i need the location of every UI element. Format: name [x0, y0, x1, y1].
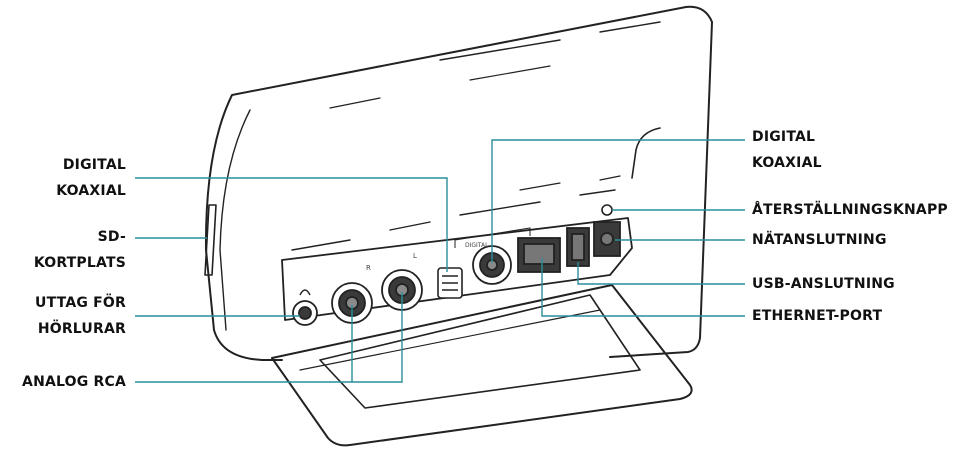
- label-digital-coax-left: DIGITAL KOAXIAL: [56, 157, 126, 199]
- power-jack: [593, 221, 621, 257]
- leader-analog-rca: [135, 292, 403, 383]
- label-headphone: UTTAG FÖR HÖRLURAR: [35, 295, 126, 337]
- reset-button: [601, 204, 613, 216]
- optical-digital-port: [437, 267, 463, 299]
- leader-usb: [577, 262, 745, 285]
- port-panel: [281, 217, 633, 321]
- device-back-shell: [204, 5, 713, 361]
- leader-lines: [135, 139, 745, 383]
- label-digital-coax-right: DIGITAL KOAXIAL: [752, 129, 822, 171]
- rca-jack-l: [381, 269, 423, 311]
- ethernet-port: [517, 237, 561, 273]
- rca-l-mark: L: [413, 252, 417, 260]
- stand-base: [271, 284, 693, 447]
- rca-r-mark: R: [366, 264, 371, 272]
- leader-digital-coax-left: [135, 177, 448, 272]
- label-usb: USB-ANSLUTNING: [752, 276, 895, 292]
- usb-port: [566, 227, 590, 267]
- digital-mark: DIGITAL: [465, 242, 489, 249]
- label-ethernet: ETHERNET-PORT: [752, 308, 883, 324]
- label-sd-slot: SD- KORTPLATS: [33, 229, 126, 271]
- label-analog-rca: ANALOG RCA: [22, 374, 126, 390]
- leader-ethernet: [541, 258, 745, 317]
- sd-slot-shape: [204, 204, 217, 276]
- label-reset-button: ÅTERSTÄLLNINGSKNAPP: [752, 202, 948, 218]
- label-power: NÄTANSLUTNING: [752, 232, 887, 248]
- leader-digital-coax-right: [491, 139, 745, 263]
- coaxial-digital-jack: [472, 245, 512, 285]
- headphone-jack: [292, 289, 318, 326]
